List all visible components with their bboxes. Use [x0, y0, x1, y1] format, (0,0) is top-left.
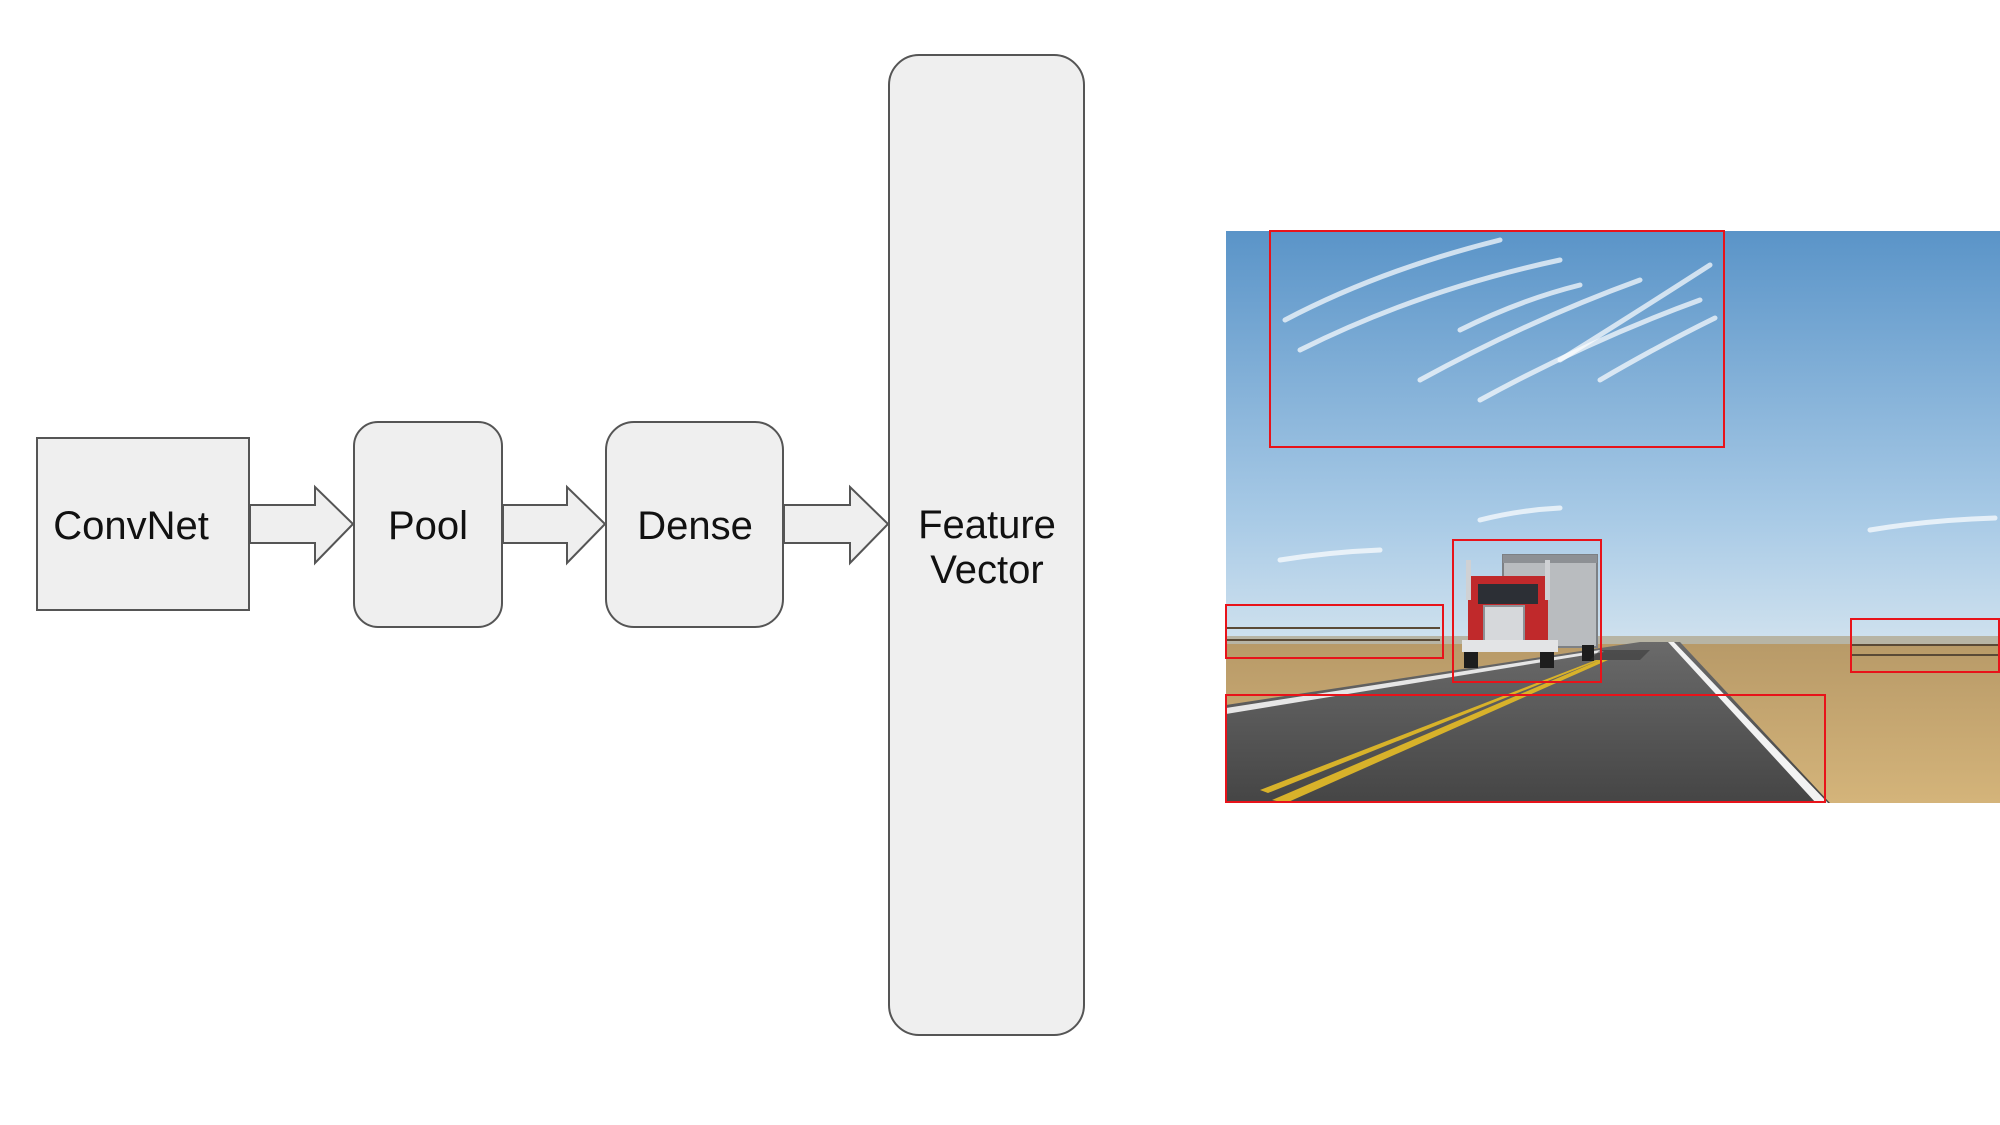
photo-fences	[1226, 627, 2000, 656]
photo-truck	[1462, 554, 1598, 668]
convnet-node: ConvNet	[36, 437, 250, 611]
bbox-left-fence	[1225, 604, 1444, 659]
photo-horizon	[1226, 636, 2000, 646]
pool-label: Pool	[388, 504, 468, 548]
photo-sky	[1226, 231, 2000, 641]
bbox-road	[1225, 694, 1826, 803]
feature-vector-box	[888, 54, 1085, 1036]
photo-center-line-2	[1260, 660, 1600, 793]
convnet-box	[36, 437, 250, 611]
truck-highway-photo	[1226, 231, 2000, 803]
bbox-right-fence	[1850, 618, 2000, 673]
dense-label: Dense	[637, 504, 753, 548]
bbox-sky-region	[1269, 230, 1725, 448]
photo-road-left-edge	[1226, 650, 1604, 714]
annotation-boxes	[1225, 230, 2000, 803]
photo-road	[1226, 642, 1830, 803]
photo-road-edge-line	[1668, 642, 1828, 803]
bbox-truck	[1452, 539, 1602, 683]
pool-node: Pool	[353, 421, 503, 628]
arrow-convnet-to-pool	[249, 484, 355, 566]
feature-vector-node: Feature Vector	[888, 54, 1085, 1036]
arrow-pool-to-dense	[502, 484, 607, 566]
photo-truck-shadow	[1590, 650, 1650, 660]
feature-vector-label-line-2: Vector	[930, 548, 1043, 592]
arrow-dense-to-feature-vector	[783, 484, 890, 566]
dense-node: Dense	[605, 421, 784, 628]
photo-clouds	[1277, 237, 1998, 563]
convnet-label: ConvNet	[53, 504, 209, 548]
feature-vector-label-line-1: Feature	[918, 503, 1056, 547]
